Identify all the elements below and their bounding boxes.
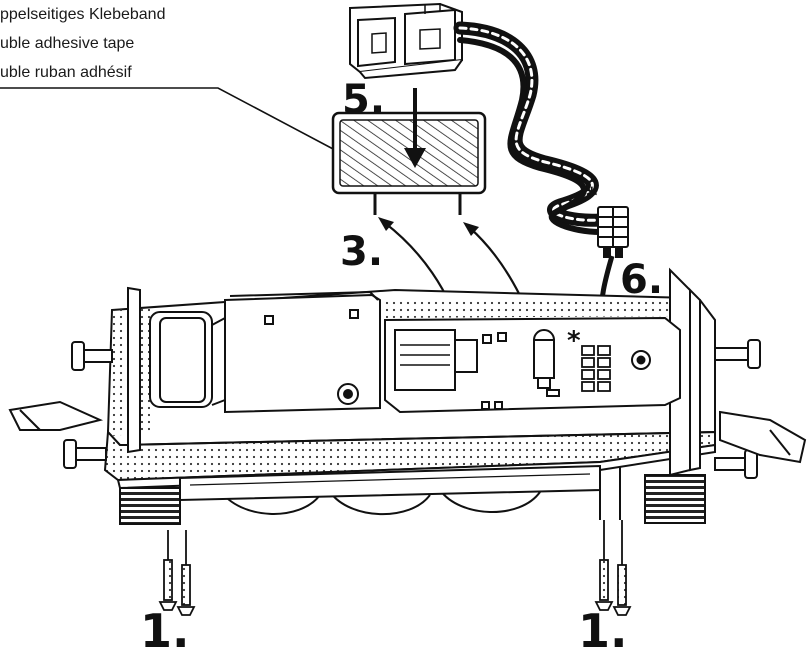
step-1-left-label: 1.: [140, 604, 190, 658]
pin-connector: [597, 206, 629, 258]
interface-socket: [581, 345, 611, 392]
step-6-label: 6.: [620, 257, 664, 303]
label-en: uble adhesive tape: [0, 35, 135, 52]
screw-right-1: [594, 520, 614, 611]
decoder-plug: [349, 2, 463, 80]
asterisk-connector: *: [586, 184, 598, 209]
decoder-cable: [453, 21, 607, 235]
screw-left-1: [158, 530, 178, 611]
coupler-left: [8, 400, 104, 431]
wheels: [119, 464, 706, 525]
step-5-label: 5.: [342, 77, 386, 123]
asterisk-socket: *: [567, 326, 581, 356]
main-pcb: [384, 316, 681, 414]
screw-right-2: [612, 520, 632, 616]
decoder-board: [331, 111, 487, 215]
step-3-label: 3.: [340, 229, 384, 275]
label-de: ppelseitiges Klebeband: [0, 6, 166, 23]
coupler-right: [719, 410, 807, 464]
step-1-right-label: 1.: [578, 604, 628, 658]
arrow-step5: [404, 88, 426, 168]
tape-label-leader: [0, 87, 336, 151]
buffers-right: [714, 339, 761, 479]
motor-housing: [224, 290, 381, 414]
motor-flywheel: [149, 311, 226, 408]
buffers-left: [63, 341, 113, 469]
label-fr: uble ruban adhésif: [0, 64, 132, 81]
screw-left-2: [176, 530, 196, 616]
screws: [158, 520, 632, 616]
